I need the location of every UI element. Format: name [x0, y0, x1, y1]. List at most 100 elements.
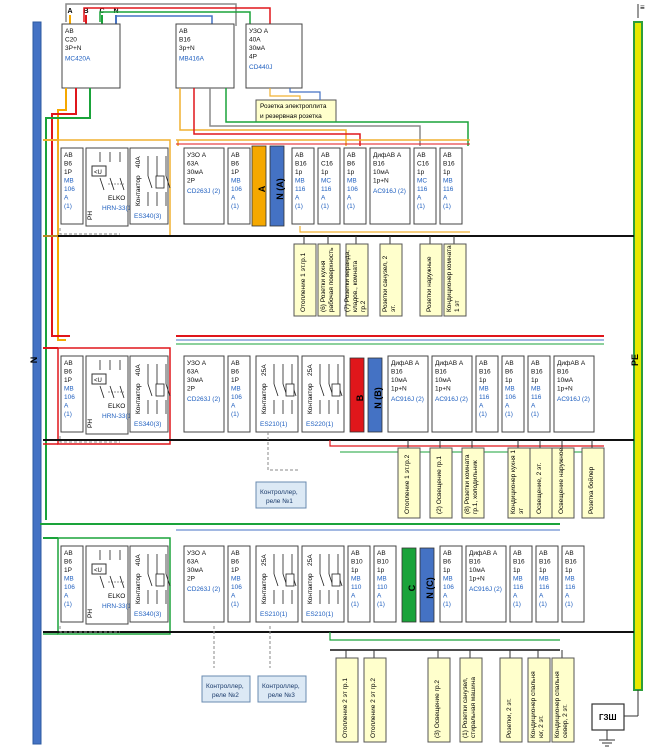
device-spec: АВ [351, 550, 360, 557]
load-text: (1) Розетки санузел, [462, 677, 469, 738]
contact [147, 175, 153, 189]
device-model: MB416A [179, 56, 205, 63]
device-model: A [231, 593, 236, 600]
row1-feed [209, 88, 421, 146]
load-text: Кондиционер кухня 1 [510, 450, 517, 514]
load-text: (3) Освещение гр.2 [434, 680, 441, 738]
row3-bottom-wire [329, 632, 560, 641]
device-spec: 10мА [435, 377, 452, 384]
device-spec: 1Р [64, 377, 72, 384]
device-body [501, 355, 525, 433]
n-bus [32, 21, 42, 745]
device-model: 106 [347, 186, 358, 193]
contact [165, 383, 171, 397]
device-spec: В10 [377, 559, 389, 566]
device-model: (1) [231, 411, 239, 418]
device-body [475, 355, 499, 433]
contactor-coil [285, 383, 295, 397]
device-model: (1) [505, 411, 513, 418]
contactor-coil [155, 175, 165, 189]
controller-relay-1: Контроллер,реле №1 [255, 481, 307, 509]
contact [147, 573, 153, 587]
load-text: (6) Розетки кухня [320, 260, 327, 312]
relay-contact [99, 575, 105, 589]
load-circuit-label: Отопление 1 эт.гр.1 [293, 243, 317, 317]
device-spec: АВ [295, 152, 304, 159]
device-model: 106 [64, 186, 75, 193]
controller-body [257, 675, 307, 703]
contactor-coil [331, 573, 341, 587]
device-model: A [64, 593, 69, 600]
load-box [419, 243, 443, 317]
device-body [60, 355, 84, 433]
load-text: 1 эт [454, 300, 461, 312]
load-circuit-label: (3) Освещение гр.2 [427, 657, 451, 743]
device-spec: 1р [565, 567, 573, 574]
bar-label: N (A) [275, 178, 285, 200]
device-spec: В16 [531, 369, 543, 376]
device-body [61, 23, 121, 89]
device-model: 106 [231, 394, 242, 401]
feed-wire [65, 3, 237, 26]
load-circuit-label: Отопление 2 эт гр.1 [335, 657, 359, 743]
device-spec: В6 [505, 369, 513, 376]
device-body [439, 545, 463, 623]
device-spec: В16 [179, 37, 191, 44]
contactor-label: Контактор [261, 573, 268, 604]
device-spec: 1Р [231, 169, 239, 176]
contactor-rating: 25A [261, 364, 268, 376]
device-spec: 1р [321, 169, 329, 176]
undervoltage-label: <U [94, 568, 102, 574]
device-spec: В6 [443, 559, 451, 566]
controller-label: Контроллер, [260, 489, 298, 496]
device-model: A [513, 593, 518, 600]
contactor-label: Контактор [261, 383, 268, 414]
relay-brand: ELKO [108, 195, 125, 202]
neutral-bus-b: N (B) [367, 357, 383, 433]
device-model: MB [565, 576, 575, 583]
bar-label: C [407, 584, 417, 591]
load-box [443, 243, 467, 317]
device-model: MB [231, 386, 241, 393]
contactor-coil [331, 383, 341, 397]
device-model: CD263J (2) [187, 396, 220, 403]
device-model: A [231, 403, 236, 410]
load-box [293, 243, 317, 317]
device-spec: АВ [347, 152, 356, 159]
load-box [551, 447, 575, 519]
device-model: MB [377, 576, 387, 583]
device-spec: АВ [565, 550, 574, 557]
load-box [429, 447, 453, 519]
device-spec: 1р+N [435, 386, 451, 393]
device-model: MB [443, 178, 453, 185]
device-model: (1) [231, 601, 239, 608]
contactor-rating: 40A [135, 554, 142, 566]
contactor-label: Контактор [135, 573, 142, 604]
controller-body [201, 675, 251, 703]
contactor-model: ES340(3) [134, 611, 161, 618]
device-model: (1) [64, 203, 72, 210]
device-body [291, 147, 315, 225]
device-model: 116 [565, 584, 576, 591]
device-spec: АВ [321, 152, 330, 159]
load-text: Отопление 1 эт.гр.2 [404, 454, 411, 514]
device-model: A [505, 403, 510, 410]
device-spec: АВ [231, 360, 240, 367]
contact [165, 573, 171, 587]
device-model: A [351, 593, 356, 600]
device-spec: АВ [64, 550, 73, 557]
device-model: MB [64, 576, 74, 583]
